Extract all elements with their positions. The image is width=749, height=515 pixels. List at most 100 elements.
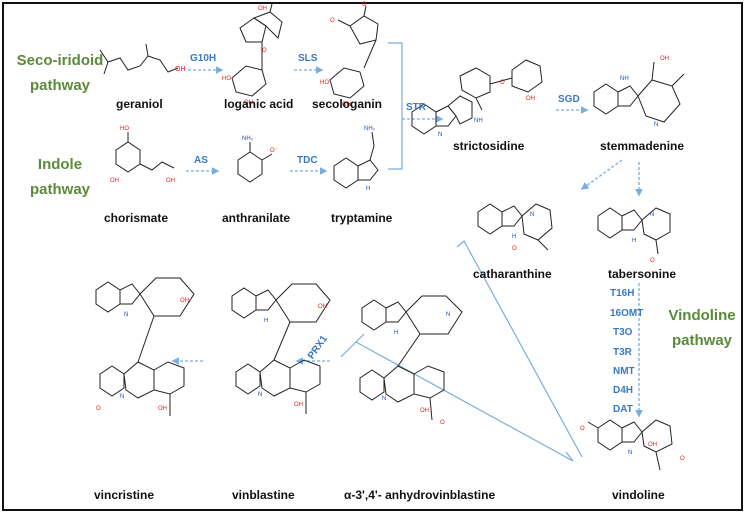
- svg-text:N: N: [120, 394, 124, 400]
- svg-text:N: N: [530, 212, 534, 218]
- svg-text:OH: OH: [158, 406, 167, 412]
- svg-text:O: O: [512, 246, 517, 252]
- pathway-label-line: Vindoline: [668, 307, 736, 324]
- pathway-label-line: pathway: [29, 181, 90, 198]
- chorismate-structure: HO OH OH: [110, 126, 175, 184]
- svg-text:O: O: [330, 18, 335, 24]
- svg-text:H: H: [264, 318, 268, 324]
- arrow-stemmadenine-to-catharanthine: [580, 159, 623, 190]
- svg-text:O: O: [650, 258, 655, 264]
- svg-text:N: N: [650, 212, 654, 218]
- svg-text:OH: OH: [110, 178, 119, 184]
- label-stemmadenine: stemmadenine: [600, 139, 685, 153]
- svg-text:OH: OH: [318, 304, 327, 310]
- tabersonine-structure: H N O: [597, 207, 671, 264]
- label-secologanin: secologanin: [312, 97, 383, 111]
- label-tryptamine: tryptamine: [331, 211, 393, 225]
- svg-text:O: O: [96, 406, 101, 412]
- enzyme-16omt: 16OMT: [610, 308, 644, 319]
- pathway-label-line: pathway: [671, 332, 732, 349]
- label-tabersonine: tabersonine: [608, 267, 677, 281]
- svg-text:OH: OH: [244, 100, 253, 106]
- svg-text:NH: NH: [474, 118, 483, 124]
- svg-text:OH: OH: [166, 178, 175, 184]
- seco-iridoid-pathway-label: Seco-iridoid pathway: [12, 48, 108, 98]
- vinblastine-structure: H OH N OH: [231, 283, 331, 414]
- svg-text:H: H: [394, 330, 398, 336]
- svg-text:O: O: [362, 2, 367, 8]
- tryptamine-structure: NH₂ H: [333, 126, 379, 192]
- svg-text:N: N: [438, 132, 442, 138]
- svg-text:H: H: [632, 238, 636, 244]
- label-catharanthine: catharanthine: [473, 267, 552, 281]
- svg-text:OH: OH: [420, 408, 429, 414]
- label-vincristine: vincristine: [94, 488, 155, 502]
- svg-text:NH₂: NH₂: [364, 126, 376, 132]
- pathway-label-line: Seco-iridoid: [16, 52, 104, 69]
- prx1-bar: [340, 333, 365, 358]
- vindoline-structure: O N OH O: [580, 419, 685, 471]
- svg-text:NH: NH: [620, 76, 629, 82]
- enzyme-tdc: TDC: [297, 155, 318, 166]
- str-bracket: [388, 42, 403, 170]
- enzyme-t16h: T16H: [610, 288, 635, 299]
- geraniol-structure: OH: [99, 43, 186, 75]
- svg-text:HO: HO: [320, 80, 329, 86]
- svg-text:O: O: [262, 48, 267, 54]
- svg-text:H: H: [512, 234, 516, 240]
- figure-border: [2, 2, 743, 511]
- strictosidine-structure: N NH O OH: [411, 59, 543, 138]
- svg-text:N: N: [124, 312, 128, 318]
- svg-text:OH: OH: [660, 56, 669, 62]
- label-loganic-acid: loganic acid: [224, 97, 294, 111]
- stemmadenine-structure: NH N OH: [593, 56, 685, 128]
- enzyme-sls: SLS: [298, 53, 318, 64]
- svg-text:OH: OH: [526, 96, 535, 102]
- svg-text:N: N: [628, 450, 632, 456]
- label-anhydrovinblastine: α-3',4'- anhydrovinblastine: [344, 488, 496, 502]
- svg-text:N: N: [258, 392, 262, 398]
- svg-text:O: O: [440, 420, 445, 426]
- svg-text:O: O: [580, 426, 585, 432]
- svg-text:H: H: [366, 186, 370, 192]
- svg-text:O⁻: O⁻: [270, 148, 278, 154]
- catharanthine-structure: H N O: [477, 203, 553, 252]
- svg-text:N: N: [382, 396, 386, 402]
- enzyme-dat: DAT: [613, 404, 633, 415]
- enzyme-as: AS: [194, 155, 208, 166]
- svg-text:OH: OH: [258, 6, 267, 12]
- anthranilate-structure: NH₂ O⁻: [237, 136, 278, 183]
- svg-text:OH: OH: [648, 442, 657, 448]
- pathway-label-line: Indole: [37, 156, 83, 173]
- enzyme-t3o: T3O: [613, 327, 633, 338]
- svg-text:HO: HO: [120, 126, 129, 132]
- label-anthranilate: anthranilate: [222, 211, 291, 225]
- label-vindoline: vindoline: [612, 488, 665, 502]
- svg-text:OH: OH: [175, 66, 186, 73]
- svg-text:OH: OH: [180, 298, 189, 304]
- enzyme-t3r: T3R: [613, 347, 632, 358]
- label-vinblastine: vinblastine: [232, 488, 295, 502]
- indole-pathway-label: Indole pathway: [12, 152, 108, 202]
- secologanin-structure: O O HO OH: [320, 2, 379, 108]
- pathway-label-line: pathway: [29, 77, 90, 94]
- svg-text:N: N: [446, 312, 450, 318]
- svg-text:OH: OH: [342, 102, 351, 108]
- loganic-acid-structure: OH HO OH O: [222, 3, 283, 106]
- svg-text:N: N: [654, 122, 658, 128]
- prx1-line-vindoline: [355, 341, 574, 462]
- svg-text:O: O: [680, 456, 685, 462]
- enzyme-str: STR: [406, 102, 426, 113]
- enzyme-nmt: NMT: [613, 366, 635, 377]
- enzyme-g10h: G10H: [190, 53, 217, 64]
- svg-text:OH: OH: [294, 402, 303, 408]
- enzyme-sgd: SGD: [558, 94, 580, 105]
- svg-text:HO: HO: [222, 76, 231, 82]
- label-strictosidine: strictosidine: [453, 139, 525, 153]
- vindoline-pathway-label: Vindoline pathway: [658, 303, 746, 353]
- prx1-line-catharanthine: [456, 240, 583, 458]
- svg-text:NH₂: NH₂: [242, 136, 254, 142]
- label-chorismate: chorismate: [104, 211, 169, 225]
